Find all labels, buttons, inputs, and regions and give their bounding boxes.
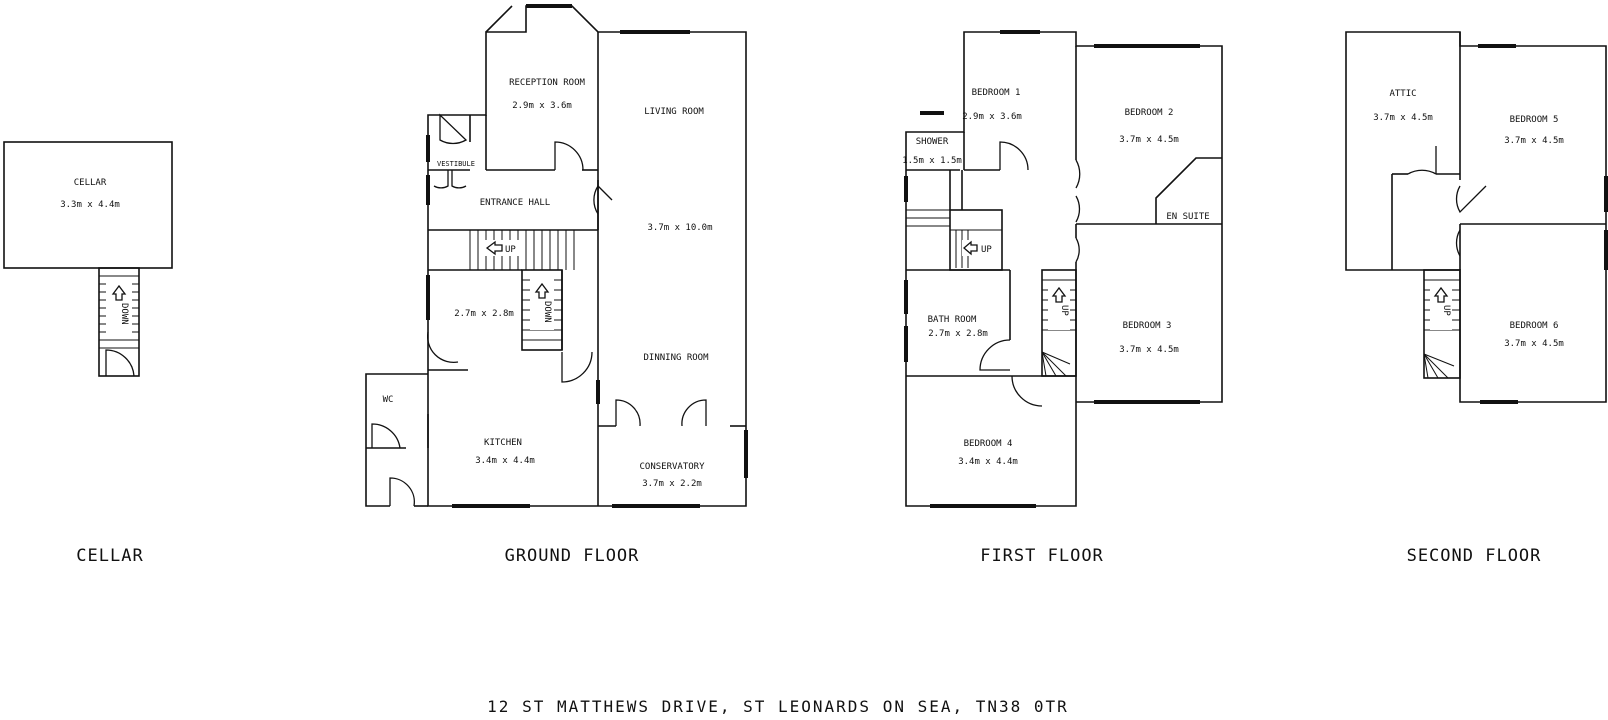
- living-room-dim: 3.7m x 10.0m: [647, 223, 712, 233]
- ground-stair-up-label: UP: [505, 245, 516, 255]
- bedroom4-dim: 3.4m x 4.4m: [958, 457, 1018, 467]
- ground-stair-down-label: DOWN: [542, 301, 552, 323]
- dinning-room-name: DINNING ROOM: [643, 353, 709, 363]
- cellar-stair-label: DOWN: [119, 303, 129, 325]
- conservatory-name: CONSERVATORY: [639, 462, 705, 472]
- floor-title-first: FIRST FLOOR: [980, 546, 1104, 566]
- ground-stair-down: DOWN: [522, 278, 562, 341]
- bedroom5-name: BEDROOM 5: [1510, 115, 1559, 125]
- floor-title-second: SECOND FLOOR: [1407, 546, 1542, 566]
- first-floor-plan: UP UP: [902, 30, 1223, 508]
- kitchen-name: KITCHEN: [484, 438, 522, 448]
- cellar-room-name: CELLAR: [74, 178, 107, 188]
- bathroom-dim: 2.7m x 2.8m: [928, 329, 988, 339]
- cellar-room-dim: 3.3m x 4.4m: [60, 200, 120, 210]
- kitchen-dim: 3.4m x 4.4m: [475, 456, 535, 466]
- vestibule-name: VESTIBULE: [437, 160, 475, 168]
- bedroom2-name: BEDROOM 2: [1125, 108, 1174, 118]
- ground-floor-plan: UP DOWN: [365, 4, 748, 508]
- bedroom3-name: BEDROOM 3: [1123, 321, 1172, 331]
- cellar-door: [105, 349, 135, 377]
- attic-dim: 3.7m x 4.5m: [1373, 113, 1433, 123]
- cellar-stair: DOWN: [99, 275, 139, 349]
- bedroom6-dim: 3.7m x 4.5m: [1504, 339, 1564, 349]
- second-floor-plan: UP ATTIC 3.7m x 4.5m BEDROOM 5 3.7m x 4.…: [1345, 31, 1608, 404]
- bedroom1-name: BEDROOM 1: [972, 88, 1021, 98]
- first-stair-down-label: UP: [1059, 305, 1069, 316]
- first-stair-landing: [906, 209, 950, 227]
- bathroom-name: BATH ROOM: [928, 315, 977, 325]
- second-stair-label: UP: [1441, 305, 1451, 316]
- entrance-hall-name: ENTRANCE HALL: [480, 198, 550, 208]
- ground-unnamed-dim: 2.7m x 2.8m: [454, 309, 514, 319]
- floor-title-cellar: CELLAR: [76, 546, 143, 566]
- ground-stair-up: UP: [469, 230, 575, 270]
- floor-title-ground: GROUND FLOOR: [505, 546, 640, 566]
- shower-name: SHOWER: [916, 137, 949, 147]
- first-stair-down: UP: [1041, 279, 1076, 377]
- reception-room-dim: 2.9m x 3.6m: [512, 101, 572, 111]
- bedroom3-dim: 3.7m x 4.5m: [1119, 345, 1179, 355]
- bedroom5-dim: 3.7m x 4.5m: [1504, 136, 1564, 146]
- second-stair: UP: [1423, 279, 1460, 379]
- shower-dim: 1.5m x 1.5m: [902, 156, 962, 166]
- bedroom6-name: BEDROOM 6: [1510, 321, 1559, 331]
- property-address: 12 ST MATTHEWS DRIVE, ST LEONARDS ON SEA…: [487, 697, 1069, 716]
- bedroom2-dim: 3.7m x 4.5m: [1119, 135, 1179, 145]
- bedroom1-dim: 2.9m x 3.6m: [962, 112, 1022, 122]
- conservatory-dim: 3.7m x 2.2m: [642, 479, 702, 489]
- first-stair-up: UP: [950, 229, 1002, 268]
- wc-name: WC: [383, 395, 394, 405]
- bedroom4-name: BEDROOM 4: [964, 439, 1013, 449]
- living-room-name: LIVING ROOM: [644, 107, 704, 117]
- reception-room-name: RECEPTION ROOM: [509, 78, 585, 88]
- cellar-plan: DOWN CELLAR 3.3m x 4.4m: [3, 141, 173, 377]
- en-suite-name: EN SUITE: [1166, 212, 1209, 222]
- first-stair-up-label: UP: [981, 245, 992, 255]
- attic-name: ATTIC: [1389, 89, 1416, 99]
